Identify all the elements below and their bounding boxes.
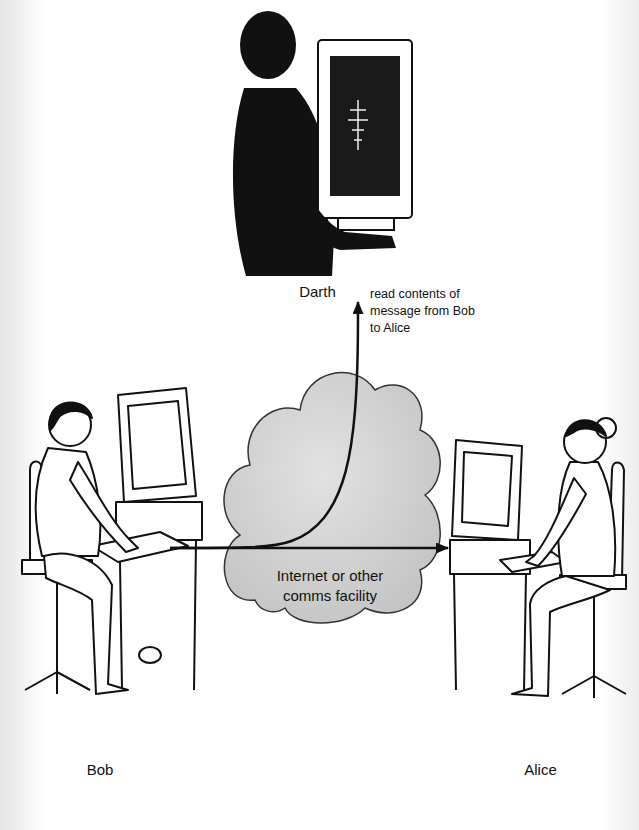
monitor-screen: [330, 56, 400, 196]
head-silhouette: [240, 11, 296, 79]
cloud-shape: [224, 373, 440, 623]
arm: [526, 478, 586, 566]
arm: [70, 462, 138, 552]
legs: [512, 576, 610, 696]
monitor-screen: [128, 401, 186, 489]
eavesdropper-node: Darth: [230, 0, 405, 302]
desk-legs: [454, 574, 526, 690]
monitor-screen: [462, 452, 512, 526]
network-label: Internet or other comms facility: [255, 566, 405, 607]
chair-base: [562, 589, 626, 698]
party-name: Bob: [30, 760, 170, 780]
legs: [44, 554, 128, 694]
sender-figure: [22, 388, 202, 694]
hair: [566, 420, 606, 436]
party-name: Alice: [448, 760, 633, 780]
keyboard: [92, 532, 188, 562]
eavesdropper-figure: [233, 11, 412, 276]
receiver-node: Alice: [448, 400, 633, 780]
receiver-figure: [450, 418, 626, 698]
monitor-body: [452, 440, 522, 540]
screen-symbol: [348, 100, 368, 150]
sender-node: Bob: [30, 385, 170, 780]
network-cloud: Internet or other comms facility: [215, 350, 445, 625]
message-arrow: [170, 302, 358, 548]
hair: [50, 402, 92, 430]
message-arrow: [170, 547, 448, 550]
head: [564, 421, 606, 463]
edge-label: read contents of message from Bob to Ali…: [370, 286, 480, 337]
monitor-body: [118, 388, 196, 502]
monitor-base: [338, 218, 394, 230]
monitor-body: [318, 40, 412, 218]
arm-silhouette: [278, 150, 396, 250]
desk-legs: [120, 540, 196, 690]
mouse: [139, 647, 161, 663]
